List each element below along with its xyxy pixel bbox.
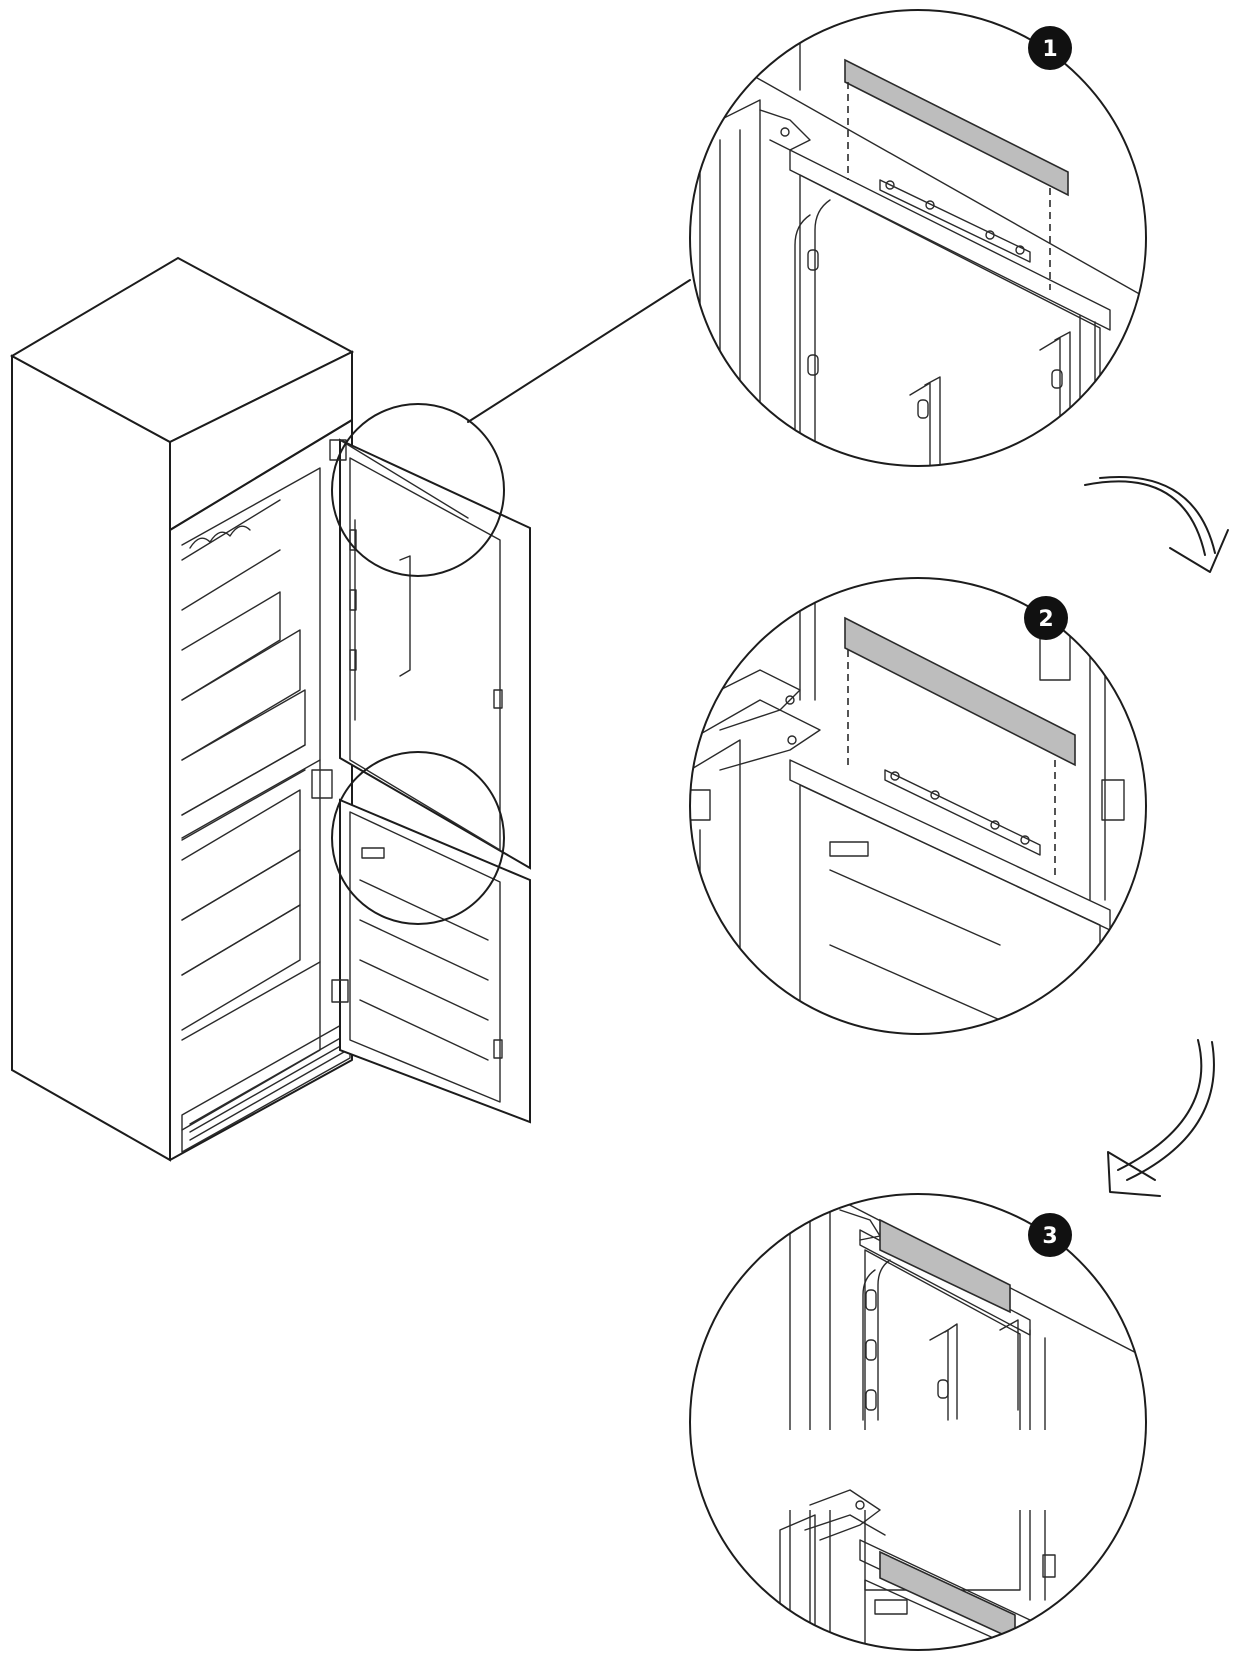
step-badge-3: 3 [1028,1213,1072,1257]
detail-circle-2 [689,577,1147,1035]
step-number-1: 1 [1042,37,1057,62]
detail-circle-3 [689,1193,1147,1651]
zoom-circle-lower [331,751,505,925]
leader-line [467,279,691,423]
ventilation-grille [181,1019,351,1153]
detail-step-2: 2 [689,577,1147,1035]
detail-step-1: 1 [689,9,1147,467]
curved-arrow-icon [1084,476,1229,573]
fridge-cabinet [9,256,691,1162]
lower-door [339,798,531,1124]
step-number-2: 2 [1038,607,1053,632]
detail-circle-1 [689,9,1147,467]
step-badge-2: 2 [1024,596,1068,640]
detail-step-3: 3 [689,1193,1147,1651]
curved-arrow-icon [1107,1039,1215,1197]
fridge-interior-shelves [181,467,321,1131]
zoom-circle-upper [331,403,505,577]
step-number-3: 3 [1042,1224,1057,1249]
upper-door [339,438,531,870]
step-badge-1: 1 [1028,26,1072,70]
